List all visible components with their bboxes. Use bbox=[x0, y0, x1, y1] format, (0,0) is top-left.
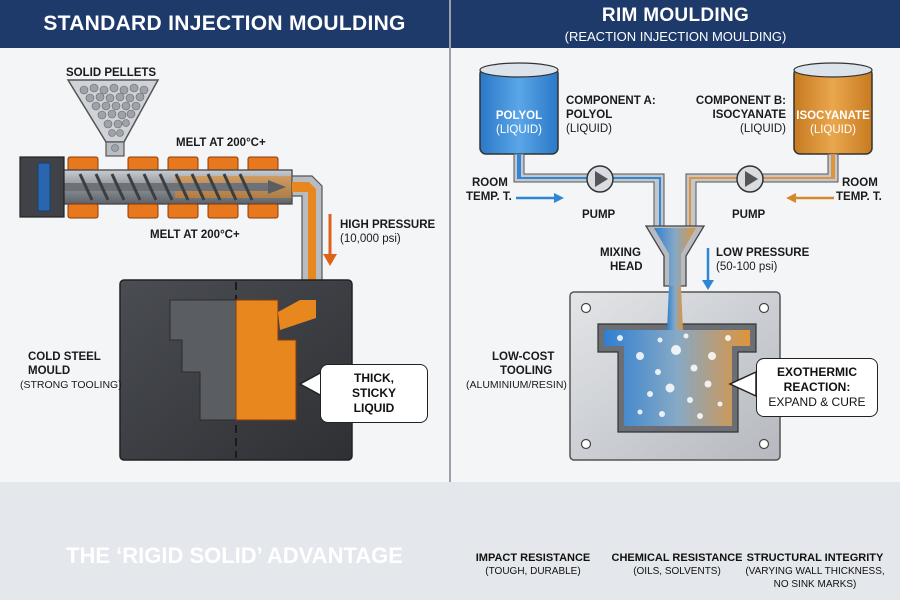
feature-impact: IMPACT RESISTANCE (TOUGH, DURABLE) bbox=[448, 552, 618, 578]
low-pressure-arrow bbox=[702, 248, 714, 290]
component-b-name: ISOCYANATE bbox=[712, 109, 787, 121]
isocyanate-tank bbox=[793, 62, 873, 155]
component-a-state: (LIQUID) bbox=[566, 123, 612, 135]
component-b-state: (LIQUID) bbox=[740, 123, 786, 135]
solid-pellets-label: SOLID PELLETS bbox=[66, 67, 157, 79]
polyol-tank-label: POLYOL (LIQUID) bbox=[480, 109, 558, 137]
mould-title: COLD STEEL bbox=[28, 351, 101, 363]
callout-right-line3: EXPAND & CURE bbox=[768, 395, 866, 409]
pellet-hopper bbox=[66, 79, 160, 157]
callout-right-line2: REACTION: bbox=[783, 380, 851, 394]
tooling-line2: TOOLING bbox=[500, 365, 553, 377]
right-subtitle: (REACTION INJECTION MOULDING) bbox=[564, 29, 787, 44]
left-header: STANDARD INJECTION MOULDING bbox=[0, 0, 449, 48]
low-cost-tooling-mould bbox=[569, 286, 781, 461]
feature-chemical: CHEMICAL RESISTANCE (OILS, SOLVENTS) bbox=[592, 552, 762, 578]
panel-divider bbox=[449, 0, 451, 482]
screw bbox=[64, 173, 286, 201]
component-a-title: COMPONENT A: bbox=[566, 95, 656, 107]
component-b-title: COMPONENT B: bbox=[695, 95, 786, 107]
tank-a-name: POLYOL bbox=[495, 110, 543, 122]
feature-chemical-sub: (OILS, SOLVENTS) bbox=[633, 566, 721, 577]
mixing-head-line1: MIXING bbox=[600, 247, 641, 259]
room-temp-b-line2: TEMP. T. bbox=[836, 191, 882, 203]
room-temp-arrow-b bbox=[786, 193, 834, 203]
pump-b-icon bbox=[736, 165, 764, 193]
high-pressure-arrow bbox=[323, 214, 337, 266]
feature-structural-title: STRUCTURAL INTEGRITY bbox=[746, 552, 884, 564]
melt-top-label: MELT AT 200°C+ bbox=[176, 137, 266, 149]
tank-b-name: ISOCYANATE bbox=[796, 110, 870, 122]
room-temp-arrow-a bbox=[516, 193, 564, 203]
high-pressure-label: HIGH PRESSURE bbox=[340, 219, 436, 231]
room-temp-b-line1: ROOM bbox=[842, 177, 878, 189]
cold-steel-mould bbox=[119, 279, 353, 461]
room-temp-a-line1: ROOM bbox=[472, 177, 508, 189]
tooling-sub: (ALUMINIUM/RESIN) bbox=[466, 379, 567, 391]
component-a-name: POLYOL bbox=[566, 109, 613, 121]
tank-a-state: (LIQUID) bbox=[496, 124, 542, 136]
isocyanate-tank-label: ISOCYANATE (LIQUID) bbox=[794, 109, 872, 137]
feature-impact-title: IMPACT RESISTANCE bbox=[475, 552, 591, 564]
callout-left-line1: THICK, bbox=[354, 371, 394, 385]
mixing-head-line2: HEAD bbox=[610, 261, 643, 273]
pump-b-label: PUMP bbox=[732, 209, 766, 221]
heater-bands-top bbox=[67, 156, 279, 172]
thick-liquid-callout: THICK, STICKY LIQUID bbox=[320, 364, 428, 423]
mould-title-2: MOULD bbox=[28, 365, 71, 377]
footer-band bbox=[0, 482, 900, 600]
feature-chemical-title: CHEMICAL RESISTANCE bbox=[611, 552, 743, 564]
feature-structural-sub: (VARYING WALL THICKNESS, bbox=[745, 566, 885, 577]
low-pressure-label: LOW PRESSURE bbox=[716, 247, 810, 259]
melt-bottom-label: MELT AT 200°C+ bbox=[150, 229, 240, 241]
tooling-line1: LOW-COST bbox=[492, 351, 555, 363]
callout-right-line1: EXOTHERMIC bbox=[776, 365, 857, 379]
feature-impact-sub: (TOUGH, DURABLE) bbox=[485, 566, 581, 577]
low-pressure-value: (50-100 psi) bbox=[716, 261, 778, 273]
pump-a-label: PUMP bbox=[582, 209, 616, 221]
polyol-tank bbox=[479, 62, 559, 155]
right-title: RIM MOULDING bbox=[601, 5, 750, 26]
callout-left-line2: STICKY LIQUID bbox=[351, 386, 396, 415]
feature-structural-sub2: NO SINK MARKS) bbox=[773, 579, 857, 590]
left-title: STANDARD INJECTION MOULDING bbox=[43, 12, 406, 35]
exothermic-callout: EXOTHERMIC REACTION: EXPAND & CURE bbox=[756, 358, 878, 417]
tank-b-state: (LIQUID) bbox=[810, 124, 856, 136]
heater-bands-bottom bbox=[67, 203, 279, 219]
feature-structural: STRUCTURAL INTEGRITY (VARYING WALL THICK… bbox=[730, 552, 900, 591]
high-pressure-value: (10,000 psi) bbox=[340, 233, 401, 245]
room-temp-a-line2: TEMP. T. bbox=[466, 191, 512, 203]
pump-a-icon bbox=[586, 165, 614, 193]
mould-sub: (STRONG TOOLING) bbox=[20, 379, 122, 391]
right-header: RIM MOULDING (REACTION INJECTION MOULDIN… bbox=[451, 0, 900, 48]
mixing-head bbox=[644, 225, 706, 287]
advantage-title: THE ‘RIGID SOLID’ ADVANTAGE bbox=[66, 543, 403, 568]
